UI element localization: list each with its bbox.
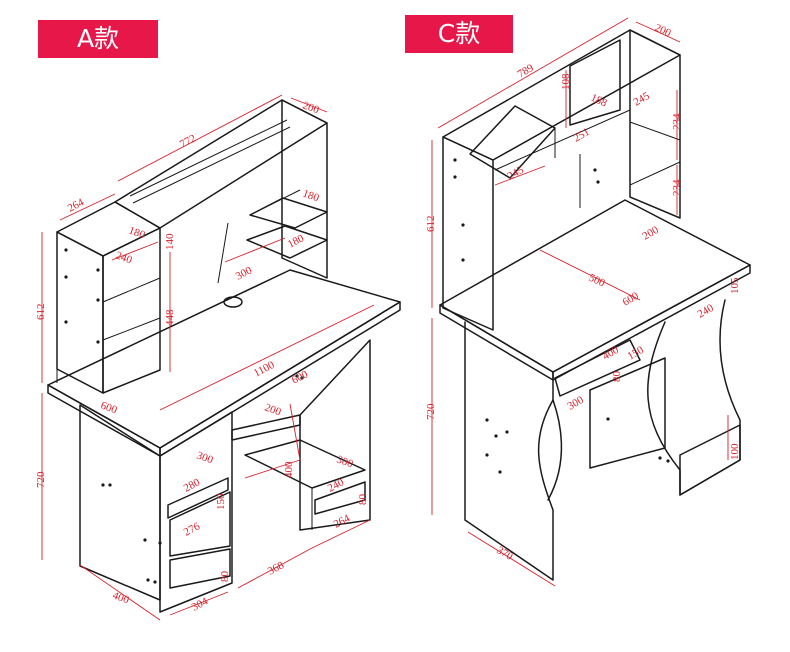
dim-a-300-drawer: 300 [195, 450, 215, 467]
dim-c-108: 108 [560, 73, 572, 90]
dim-a-240-right: 240 [326, 476, 347, 495]
dim-c-200-inner: 200 [641, 224, 662, 243]
dim-c-240: 240 [696, 302, 717, 321]
model-c-furniture [439, 29, 751, 581]
dim-c-612: 612 [425, 216, 437, 233]
model-c-labels: 200 789 108 188 245 251 234 245 234 612 … [425, 22, 741, 563]
dim-a-304: 304 [190, 595, 211, 614]
dim-a-300-shelf: 300 [234, 264, 255, 283]
dim-c-234b: 234 [671, 179, 683, 196]
dim-a-280: 280 [182, 476, 203, 495]
dim-a-400-mid: 400 [283, 461, 295, 478]
dim-c-100: 100 [729, 443, 741, 460]
dim-c-105: 105 [729, 277, 741, 294]
dim-c-234a: 234 [671, 113, 683, 130]
dim-a-150: 150 [215, 493, 227, 510]
model-c-badge: C款 [405, 15, 513, 53]
dim-a-612: 612 [35, 304, 47, 321]
dim-a-240: 240 [114, 250, 134, 267]
dim-a-80-right: 80 [357, 494, 369, 506]
model-c-dimension-lines [431, 17, 729, 587]
dim-a-720: 720 [35, 471, 47, 488]
dim-a-1100: 1100 [252, 359, 277, 380]
dim-a-264-right: 264 [332, 512, 353, 531]
dim-a-140: 140 [164, 233, 176, 250]
dim-a-368: 368 [266, 559, 287, 578]
dim-a-600: 600 [99, 400, 119, 417]
model-a-dimension-lines [41, 94, 375, 621]
dim-a-276: 276 [182, 520, 203, 539]
model-a-badge: A款 [38, 20, 158, 58]
dim-c-500: 500 [587, 272, 607, 290]
dim-a-180-shelf1: 180 [301, 188, 321, 205]
dim-c-150: 150 [626, 344, 647, 363]
model-a-furniture [47, 99, 401, 613]
dim-c-200-top: 200 [653, 22, 673, 40]
dim-a-180-box: 180 [127, 225, 147, 242]
dim-a-300-right: 300 [335, 454, 355, 471]
model-a-labels: 200 772 264 180 240 140 180 180 300 612 … [35, 100, 369, 614]
dim-c-188: 188 [589, 92, 609, 110]
dim-a-600-tray: 600 [290, 368, 311, 387]
dim-c-789: 789 [516, 62, 537, 81]
dim-c-80: 80 [611, 371, 623, 383]
dim-c-600: 600 [621, 290, 642, 309]
dim-a-80-drawer: 80 [219, 571, 231, 583]
dim-a-264: 264 [66, 196, 87, 215]
dim-a-180-shelf2: 180 [286, 232, 307, 251]
dim-c-245a: 245 [632, 90, 653, 109]
dim-c-370: 370 [495, 544, 516, 563]
dim-a-448: 448 [164, 309, 176, 326]
dim-c-300: 300 [566, 394, 587, 413]
dim-c-720: 720 [425, 403, 437, 420]
dim-a-400-base: 400 [111, 590, 131, 607]
dim-a-200-mid: 200 [263, 402, 283, 419]
dim-a-200-top: 200 [301, 100, 321, 117]
